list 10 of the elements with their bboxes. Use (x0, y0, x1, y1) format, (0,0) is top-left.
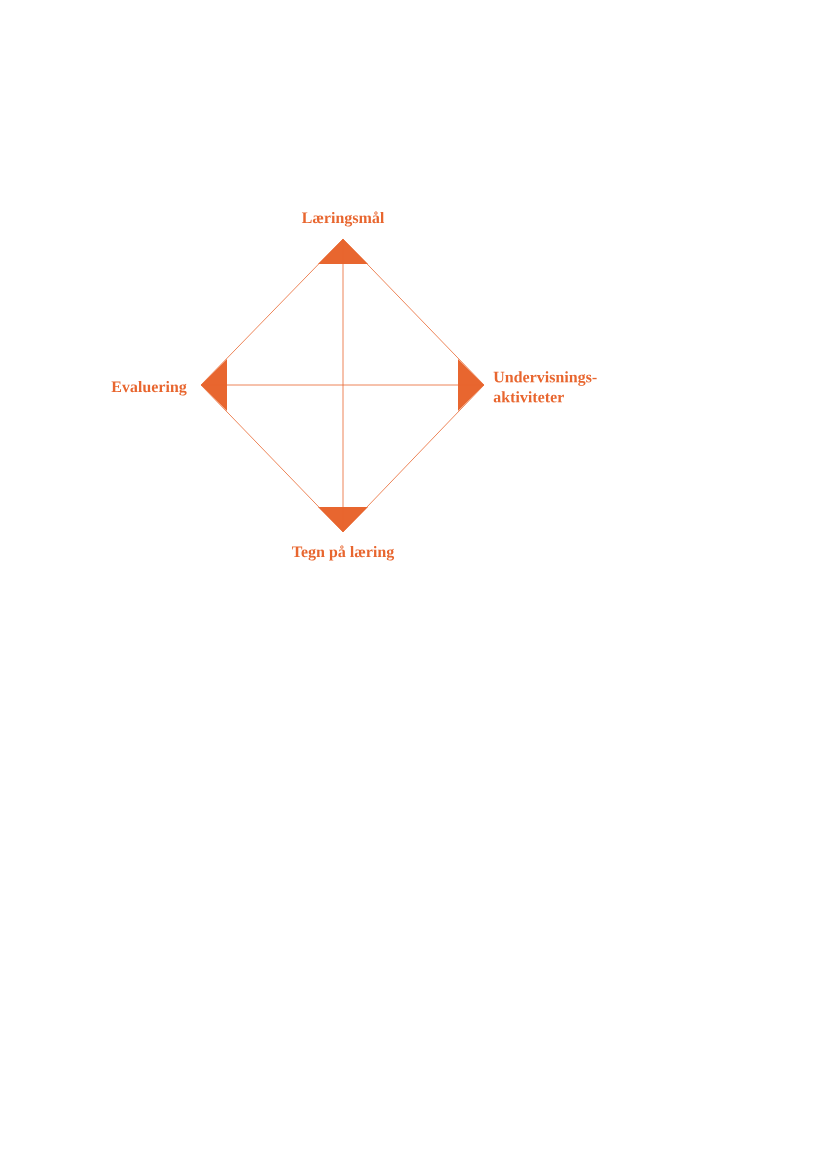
connector-line (200, 384, 485, 386)
corner-label: Evaluering (111, 380, 187, 396)
connector-line (342, 384, 485, 533)
connector-line (200, 384, 344, 533)
connector-line (200, 238, 344, 386)
corner-label: Undervisnings- aktiviteter (493, 371, 597, 403)
connector-line (342, 238, 344, 533)
corner-label: Tegn på læring (292, 545, 395, 561)
connector-line (342, 238, 485, 386)
corner-label: Læringsmål (301, 211, 385, 227)
